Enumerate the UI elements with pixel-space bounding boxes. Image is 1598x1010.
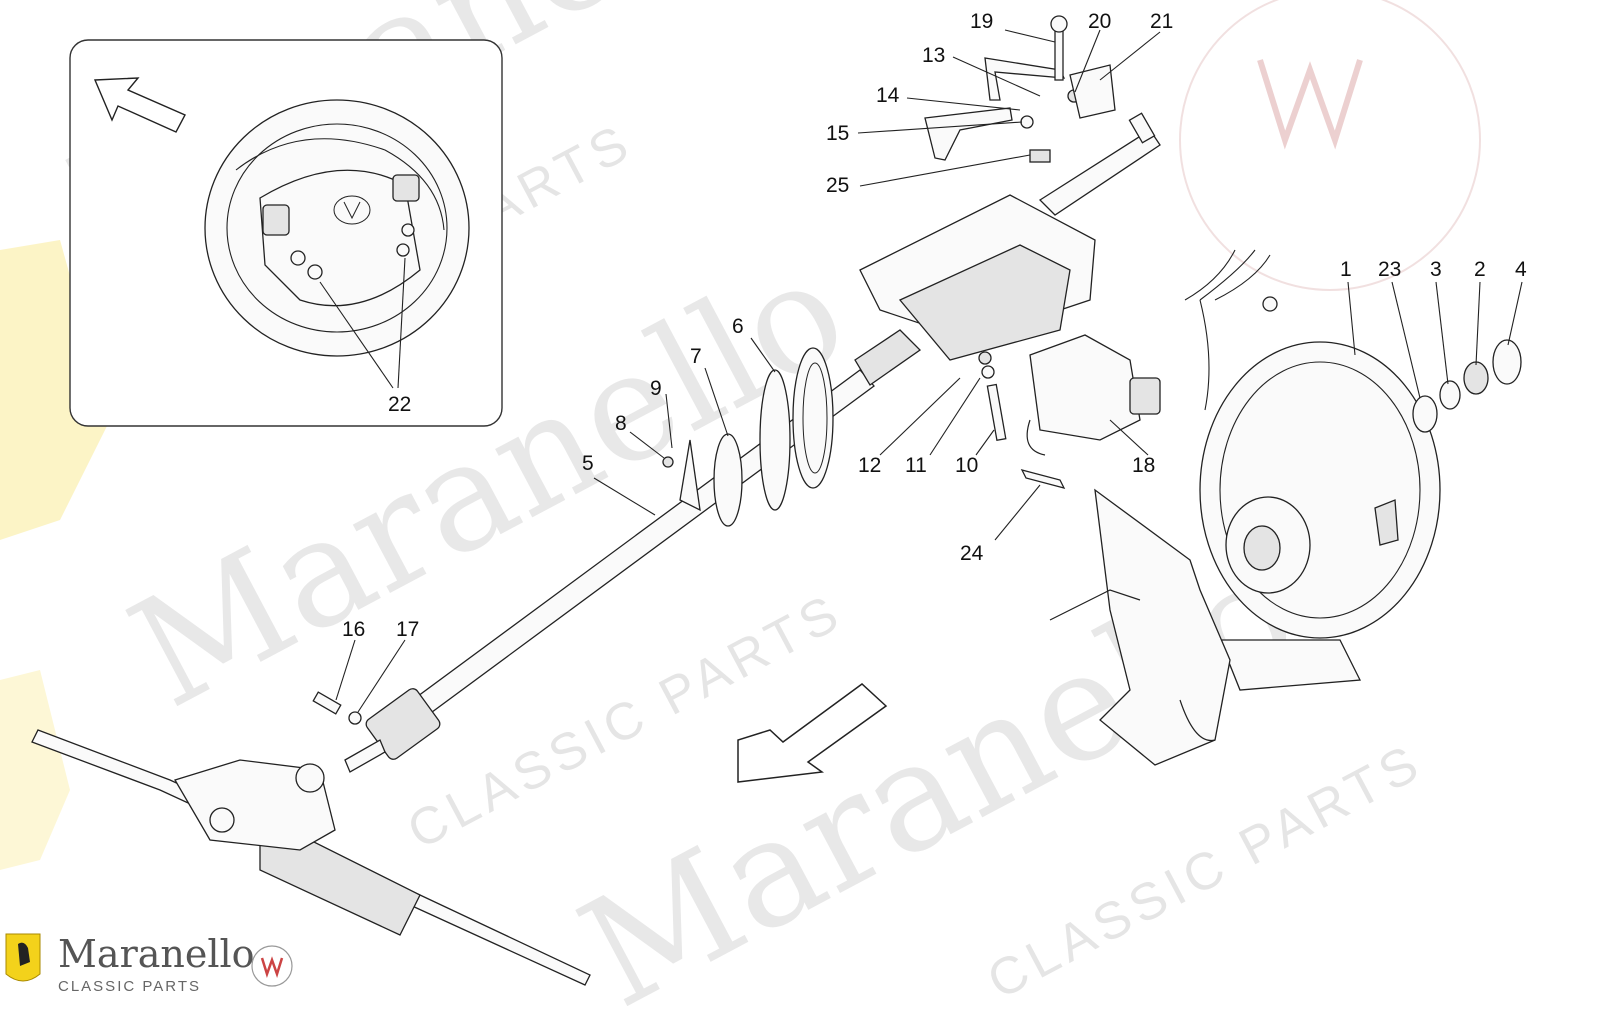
brand-name: Maranello — [58, 932, 255, 976]
mount-bracket — [1094, 488, 1231, 766]
nut-8 — [662, 456, 674, 468]
watermark-ferrari-shield-icon — [0, 240, 110, 540]
steering-column-assembly — [859, 15, 1278, 489]
seal-plate-7 — [713, 433, 743, 527]
callout-12: 12 — [858, 454, 881, 477]
clip-25 — [1029, 149, 1051, 163]
callout-15: 15 — [826, 122, 849, 145]
inset-right-button-pad — [392, 174, 420, 202]
callout-2: 2 — [1474, 258, 1486, 281]
callout-9: 9 — [650, 377, 662, 400]
callout-16: 16 — [342, 618, 365, 641]
firewall-seal — [662, 347, 834, 527]
callout-23: 23 — [1378, 258, 1401, 281]
inset-wheel-hub — [259, 169, 421, 307]
nut-12 — [978, 351, 992, 365]
watermark-text-3: Maranello — [555, 524, 1322, 1010]
hub-spline — [1243, 525, 1281, 571]
callout-8: 8 — [615, 412, 627, 435]
paddle-shifter — [1219, 639, 1362, 691]
callout-1: 1 — [1340, 258, 1352, 281]
dust-boot — [792, 347, 834, 489]
prancing-horse-icon — [18, 942, 30, 966]
bolt-19 — [1054, 29, 1064, 81]
inset-button-icon — [307, 264, 323, 280]
pinion-housing — [295, 763, 325, 793]
washer-11 — [981, 365, 995, 379]
pinion-shaft — [344, 739, 386, 773]
seal-plate-6 — [759, 369, 791, 511]
inset-direction-arrow-icon — [93, 77, 186, 133]
callout-11: 11 — [905, 454, 927, 477]
brand-logo — [5, 933, 293, 987]
callout-22: 22 — [388, 393, 411, 416]
callout-25: 25 — [826, 174, 849, 197]
callout-21: 21 — [1150, 10, 1173, 33]
strip-24 — [1020, 469, 1066, 489]
callout-3: 3 — [1430, 258, 1442, 281]
ignition-lock-18 — [1029, 334, 1141, 441]
pedal-bracket — [1049, 488, 1231, 766]
callout-4: 4 — [1515, 258, 1527, 281]
callout-6: 6 — [732, 315, 744, 338]
bracket-14 — [924, 107, 1013, 161]
inset-button-icon — [290, 250, 306, 266]
ignition-connector — [1129, 377, 1161, 415]
maserati-badge-icon — [251, 945, 293, 987]
callout-17: 17 — [396, 618, 419, 641]
callout-24: 24 — [960, 542, 984, 565]
screw-10 — [986, 383, 1007, 442]
washer-23 — [1412, 395, 1438, 433]
wheel-rim — [1199, 341, 1441, 639]
connector-nut — [1262, 296, 1278, 312]
bolt-head-19 — [1050, 15, 1068, 33]
front-direction-arrow-icon — [737, 683, 888, 783]
inset-panel: 22 — [69, 39, 503, 427]
leader-lines — [335, 29, 1523, 713]
steering-wheel — [1199, 339, 1522, 691]
cap-4 — [1492, 339, 1522, 385]
column-tilt-mechanism — [898, 244, 1071, 361]
inset-button-icon — [396, 243, 410, 257]
washer-15 — [1020, 115, 1034, 129]
callout-10: 10 — [955, 454, 978, 477]
steering-rack — [31, 691, 591, 986]
steering-shaft — [365, 329, 922, 760]
callout-5: 5 — [582, 452, 594, 475]
callout-18: 18 — [1132, 454, 1155, 477]
bracket-13 — [984, 57, 1066, 101]
bracket-9 — [679, 439, 701, 512]
callout-19: 19 — [970, 10, 993, 33]
bolt-16 — [312, 691, 342, 715]
nut-17 — [348, 711, 362, 725]
brand-subtitle: CLASSIC PARTS — [58, 978, 201, 995]
callouts: 1 23 3 2 4 5 6 7 9 8 12 11 10 18 24 25 1… — [342, 10, 1527, 641]
wheel-button — [1374, 499, 1399, 546]
inset-button-icon — [401, 223, 415, 237]
watermark-trident-icon — [1257, 59, 1363, 150]
upper-shaft — [1038, 129, 1161, 216]
maserati-trident-icon — [260, 956, 284, 978]
watermark-ferrari-shield-icon-2 — [0, 670, 70, 870]
washer-3 — [1439, 380, 1461, 410]
upper-universal-joint — [854, 329, 922, 386]
bracket-21 — [1069, 64, 1116, 119]
rack-mount-boss — [209, 807, 235, 833]
nut-2 — [1463, 361, 1489, 395]
spline-end — [1128, 112, 1156, 144]
callout-20: 20 — [1088, 10, 1111, 33]
callout-7: 7 — [690, 345, 702, 368]
callout-13: 13 — [922, 44, 945, 67]
inset-maserati-logo-icon — [343, 201, 361, 220]
inset-left-button-pad — [262, 204, 290, 236]
callout-14: 14 — [876, 84, 900, 107]
watermark-seal-circle — [1179, 0, 1481, 291]
